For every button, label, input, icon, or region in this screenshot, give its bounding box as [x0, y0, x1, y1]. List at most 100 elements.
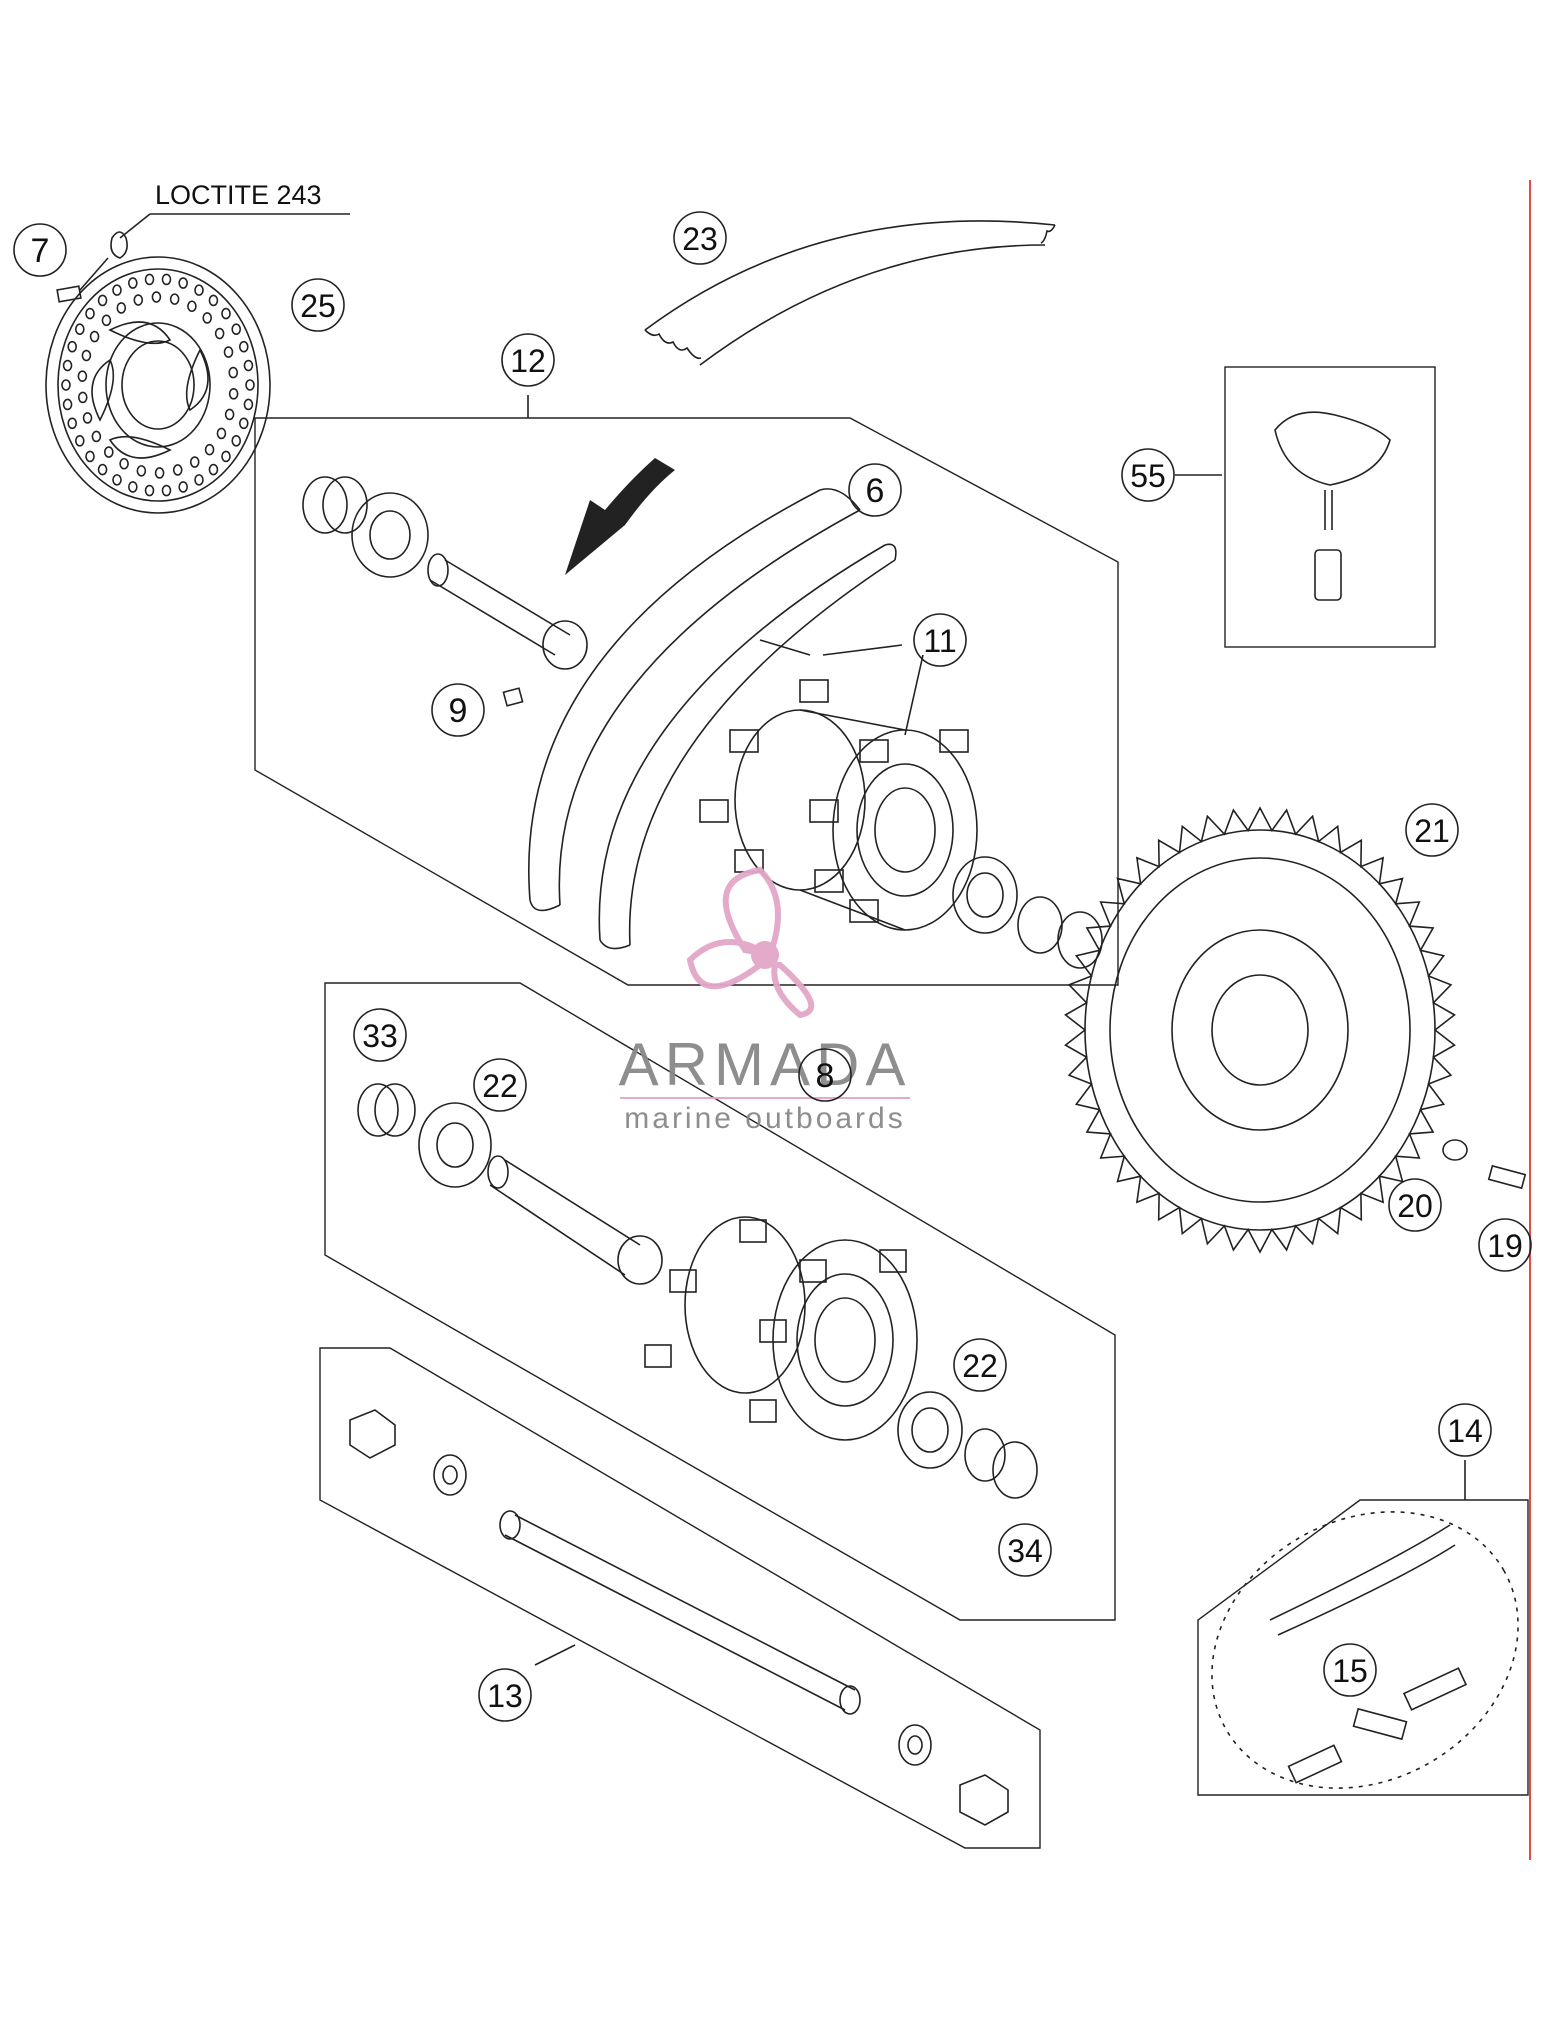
svg-text:20: 20 [1397, 1188, 1433, 1224]
callout-20: 20 [1388, 1178, 1442, 1232]
svg-text:22: 22 [482, 1068, 518, 1104]
callout-23: 23 [673, 211, 727, 265]
disc-hole [101, 314, 112, 327]
propeller-logo [686, 866, 815, 1019]
bearing-22-left [418, 1102, 492, 1188]
hub-group-frame [324, 982, 1116, 1621]
svg-text:23: 23 [682, 221, 718, 257]
callout-15: 15 [1323, 1643, 1377, 1697]
disc-hole [161, 273, 172, 286]
disc-hole [133, 294, 144, 306]
disc-hole [228, 387, 239, 400]
callout-6: 6 [848, 463, 902, 517]
axle-group-frame [319, 1347, 1041, 1849]
disc-hole [128, 481, 138, 493]
svg-text:12: 12 [510, 343, 546, 379]
disc-hole [169, 293, 180, 305]
disc-hole [82, 412, 93, 424]
disc-hole [161, 484, 172, 497]
disc-hole [74, 435, 85, 447]
loctite-note: LOCTITE 243 [119, 180, 350, 239]
callout-25: 25 [291, 278, 345, 332]
disc-hole [77, 370, 88, 383]
disc-hole [223, 346, 234, 358]
disc-hole [221, 450, 231, 463]
spacer-and-bearings-upper [302, 476, 588, 670]
disc-hole [81, 349, 92, 362]
svg-text:9: 9 [449, 692, 468, 730]
disc-hole [85, 450, 95, 463]
sprocket-21 [1064, 806, 1456, 1254]
svg-text:22: 22 [962, 1348, 998, 1384]
disc-hole [189, 456, 200, 468]
chain-link-15 [1287, 1667, 1468, 1784]
disc-hole [112, 284, 122, 296]
disc-hole [67, 417, 78, 430]
disc-hole [112, 474, 122, 486]
disc-hole [144, 273, 155, 286]
screw-7 [56, 231, 128, 303]
callout-11: 11 [913, 613, 967, 667]
disc-hole [194, 474, 204, 486]
disc-hole [231, 435, 242, 447]
disc-hole [178, 481, 188, 493]
callout-13: 13 [478, 1668, 532, 1722]
disc-hole [67, 340, 78, 353]
callout-22-right: 22 [953, 1338, 1007, 1392]
callout-layer: 7 25 23 12 6 11 9 55 21 33 22 8 22 34 20… [13, 211, 1532, 1722]
axle-13 [499, 1510, 861, 1715]
disc-hole [228, 366, 239, 379]
svg-text:14: 14 [1447, 1413, 1483, 1449]
callout-9: 9 [431, 683, 485, 737]
bearing-22-right [897, 1391, 963, 1469]
svg-text:13: 13 [487, 1678, 523, 1714]
disc-hole [202, 312, 213, 324]
sprocket-teeth-outline [1064, 806, 1456, 1254]
disc-hole [97, 294, 108, 307]
disc-hole [103, 446, 114, 458]
disc-hole [238, 417, 249, 430]
callout-33: 33 [353, 1008, 407, 1062]
armada-watermark: ARMADA marine outboards [619, 866, 912, 1135]
spacer-34 [964, 1428, 1038, 1499]
disc-hole [216, 427, 227, 440]
disc-hole [208, 463, 219, 476]
svg-text:8: 8 [816, 1057, 835, 1095]
svg-text:11: 11 [923, 623, 956, 659]
disc-hole [119, 457, 129, 470]
disc-hole [91, 430, 102, 443]
disc-hole [61, 379, 71, 391]
disc-hole [128, 277, 138, 289]
disc-hole [62, 398, 73, 411]
disc-hole [187, 300, 197, 313]
disc-hole [144, 484, 155, 497]
callout-34: 34 [998, 1523, 1052, 1577]
disc-hole [116, 302, 127, 314]
disc-hole [231, 323, 242, 335]
loctite-label: LOCTITE 243 [155, 180, 322, 210]
disc-hole [243, 359, 254, 372]
disc-hole [62, 359, 73, 372]
svg-text:33: 33 [362, 1018, 398, 1054]
chain-group-frame [1197, 1499, 1529, 1796]
disc-hole [208, 294, 219, 307]
bearing-and-spacer-upper-right [952, 856, 1103, 969]
callout-14: 14 [1438, 1403, 1492, 1457]
valve-9 [502, 687, 524, 707]
disc-hole [245, 379, 255, 391]
axle-spacer [487, 1155, 663, 1285]
nut-left [349, 1409, 396, 1459]
bolt-19 [1487, 1164, 1527, 1190]
disc-hole [154, 467, 165, 479]
disc-hole [221, 307, 231, 320]
callout-8: 8 [798, 1048, 852, 1102]
hub-body [644, 1216, 918, 1441]
nut-right [959, 1774, 1009, 1826]
svg-text:21: 21 [1414, 813, 1450, 849]
wheel-group-frame [254, 417, 1119, 986]
callout-7: 7 [13, 223, 67, 277]
svg-text:15: 15 [1332, 1653, 1368, 1689]
watermark-brand: ARMADA [619, 1031, 912, 1098]
disc-hole [77, 391, 88, 404]
